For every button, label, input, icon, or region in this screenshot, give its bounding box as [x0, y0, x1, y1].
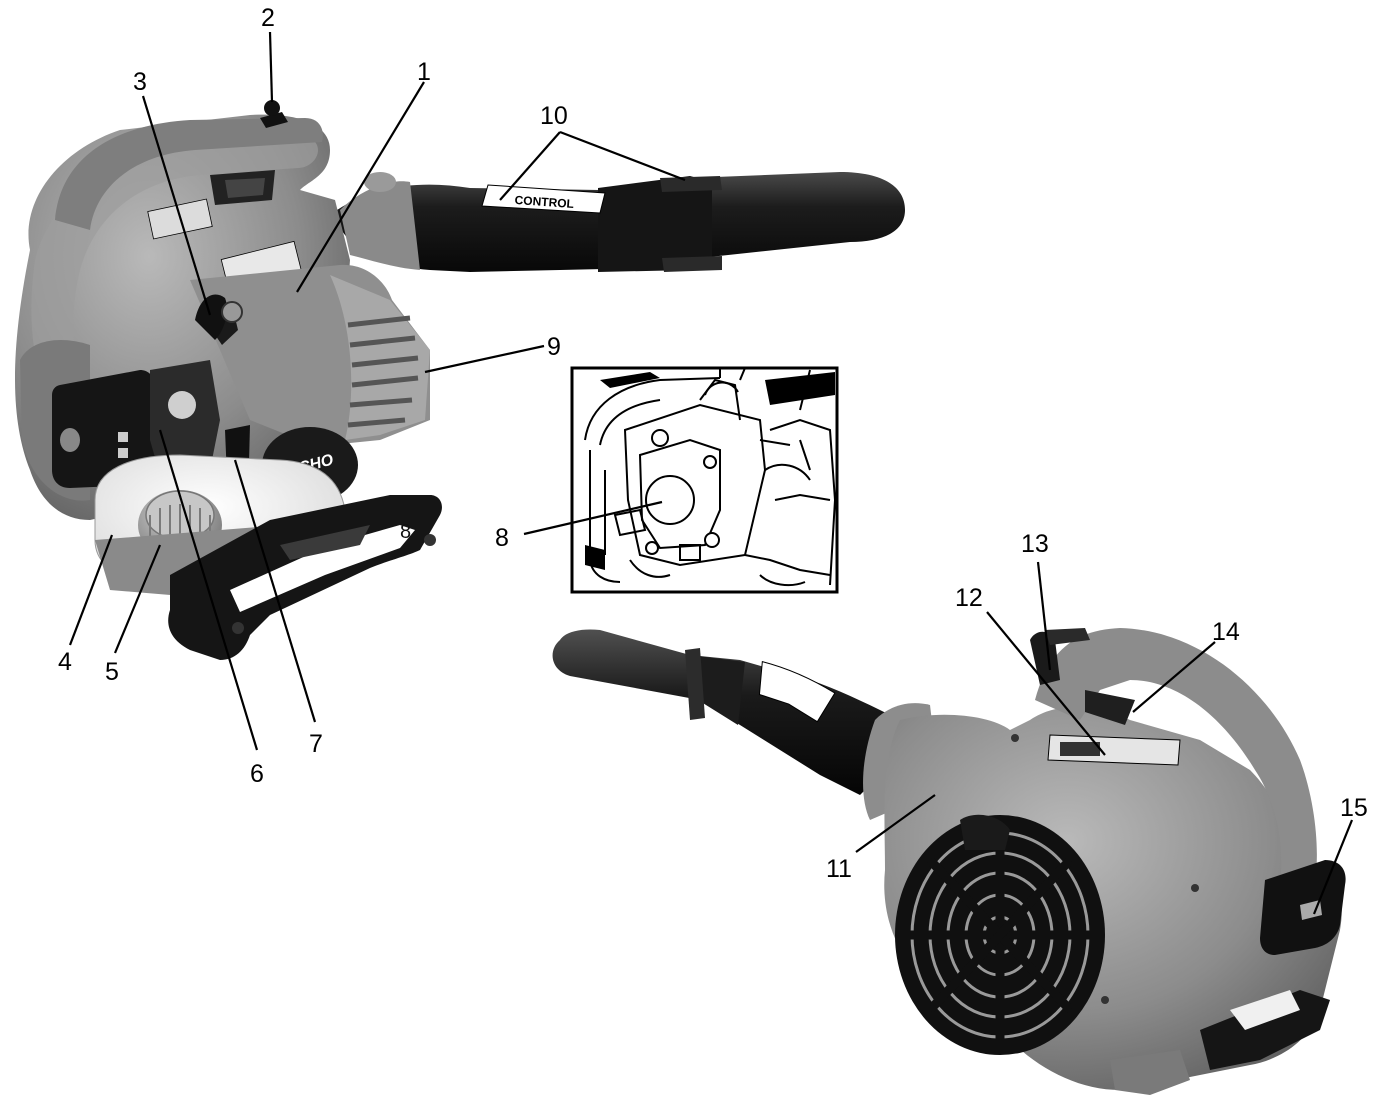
leader-3	[141, 95, 212, 316]
leader-7	[233, 459, 317, 723]
leader-11	[855, 794, 936, 853]
leader-2	[268, 31, 274, 103]
blower-tube: CONTROL	[330, 172, 905, 272]
leader-4	[68, 534, 114, 646]
callout-3: 3	[133, 68, 147, 96]
leader-13	[1036, 561, 1052, 671]
callout-7: 7	[309, 730, 323, 758]
callout-2: 2	[261, 4, 275, 32]
callout-12: 12	[955, 584, 983, 612]
leader-12	[986, 611, 1106, 756]
callout-14: 14	[1212, 618, 1240, 646]
callout-15: 15	[1340, 794, 1368, 822]
inset-carburetor-detail	[570, 366, 839, 594]
leader-8	[523, 500, 663, 536]
blower-front-view: CONTROL	[15, 100, 905, 660]
leader-14	[1132, 641, 1216, 713]
leader-1	[296, 81, 425, 293]
leader-5	[113, 544, 162, 654]
fan-housing: ECHO	[15, 100, 442, 660]
callout-5: 5	[105, 658, 119, 686]
leader-6	[158, 429, 259, 751]
callout-4: 4	[58, 648, 72, 676]
callout-9: 9	[547, 333, 561, 361]
callout-1: 1	[417, 58, 431, 86]
callout-11: 11	[826, 855, 852, 883]
fan-housing-rear	[884, 628, 1346, 1095]
leader-10b	[559, 130, 686, 182]
blower-rear-view	[540, 600, 1360, 1100]
callout-10: 10	[540, 102, 568, 130]
leader-15	[1312, 819, 1354, 915]
leader-9	[424, 344, 545, 374]
callout-leaders	[68, 31, 1354, 915]
callout-numbers: 1 2 3 4 5 6 7 8 9 10 11 12 13 14 15	[58, 4, 1368, 883]
leader-10a	[499, 131, 561, 201]
callout-13: 13	[1021, 530, 1049, 558]
callout-6: 6	[250, 760, 264, 788]
callout-8: 8	[495, 524, 509, 552]
molded-part-number: 8	[400, 521, 411, 543]
fan-grille	[895, 814, 1105, 1055]
tube-decal-text: CONTROL	[514, 193, 574, 211]
